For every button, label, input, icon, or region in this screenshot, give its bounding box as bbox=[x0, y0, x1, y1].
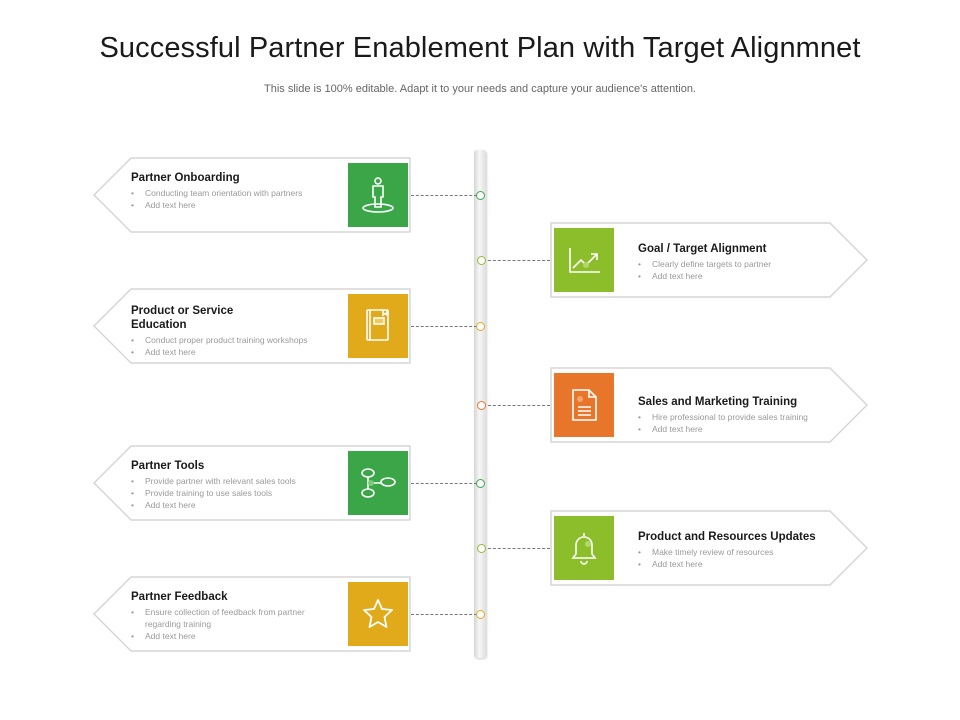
right-card-resources-updates: Product and Resources Updates Make timel… bbox=[550, 510, 869, 586]
card-bullet: Make timely review of resources bbox=[638, 546, 848, 558]
connector-line bbox=[411, 483, 477, 484]
manual-book-icon bbox=[366, 309, 389, 341]
card-bullet: Provide partner with relevant sales tool… bbox=[131, 475, 346, 487]
flowchart-nodes-icon bbox=[361, 468, 396, 498]
card-bullet: Add text here bbox=[131, 630, 331, 642]
timeline-dot bbox=[477, 401, 486, 410]
card-heading: Sales and Marketing Training bbox=[638, 396, 798, 408]
connector-line bbox=[411, 614, 477, 615]
card-bullet: Hire professional to provide sales train… bbox=[638, 411, 838, 423]
card-bullet: Conducting team orientation with partner… bbox=[131, 187, 331, 199]
card-bullet: Add text here bbox=[638, 270, 828, 282]
left-card-partner-feedback: Partner Feedback Ensure collection of fe… bbox=[92, 576, 411, 652]
card-bullet: Add text here bbox=[131, 346, 331, 358]
slide-title: Successful Partner Enablement Plan with … bbox=[99, 32, 861, 64]
card-bullet: Add text here bbox=[638, 423, 838, 435]
card-heading: Partner Feedback bbox=[131, 591, 228, 603]
connector-line bbox=[483, 548, 550, 549]
left-card-icon-box bbox=[348, 163, 408, 227]
card-heading: Goal / Target Alignment bbox=[638, 243, 767, 255]
card-bullet: Ensure collection of feedback from partn… bbox=[131, 606, 305, 630]
connector-line bbox=[483, 260, 550, 261]
growth-chart-icon bbox=[569, 248, 600, 273]
left-card-text: Partner Feedback Ensure collection of fe… bbox=[131, 590, 331, 642]
left-card-icon-box bbox=[348, 582, 408, 646]
star-icon bbox=[363, 599, 393, 628]
left-card-text: Partner Onboarding Conducting team orien… bbox=[131, 171, 331, 211]
card-heading: Partner Tools bbox=[131, 460, 205, 472]
right-card-sales-marketing: Sales and Marketing Training Hire profes… bbox=[550, 367, 869, 443]
right-card-icon-box bbox=[554, 373, 614, 437]
left-card-partner-tools: Partner Tools Provide partner with relev… bbox=[92, 445, 411, 521]
timeline-dot bbox=[476, 610, 485, 619]
timeline-dot bbox=[476, 191, 485, 200]
left-card-product-education: Product or Service Education Conduct pro… bbox=[92, 288, 411, 364]
slide-subtitle: This slide is 100% editable. Adapt it to… bbox=[264, 83, 696, 95]
timeline-dot bbox=[477, 256, 486, 265]
connector-line bbox=[483, 405, 550, 406]
right-card-goal-alignment: Goal / Target Alignment Clearly define t… bbox=[550, 222, 869, 298]
card-bullet: Provide training to use sales tools bbox=[131, 487, 346, 499]
right-card-text: Goal / Target Alignment Clearly define t… bbox=[638, 242, 828, 282]
right-card-text: Sales and Marketing Training Hire profes… bbox=[638, 395, 838, 435]
person-on-platform-icon bbox=[362, 177, 394, 213]
bell-icon bbox=[571, 533, 597, 565]
right-card-text: Product and Resources Updates Make timel… bbox=[638, 530, 848, 570]
card-heading: Product or Service Education bbox=[131, 305, 234, 331]
card-bullet: Add text here bbox=[638, 558, 848, 570]
left-card-icon-box bbox=[348, 451, 408, 515]
right-card-icon-box bbox=[554, 516, 614, 580]
timeline-dot bbox=[476, 479, 485, 488]
left-card-icon-box bbox=[348, 294, 408, 358]
connector-line bbox=[411, 195, 477, 196]
left-card-text: Partner Tools Provide partner with relev… bbox=[131, 459, 346, 511]
right-card-icon-box bbox=[554, 228, 614, 292]
document-icon bbox=[572, 389, 597, 421]
left-card-partner-onboarding: Partner Onboarding Conducting team orien… bbox=[92, 157, 411, 233]
card-bullet: Add text here bbox=[131, 499, 346, 511]
connector-line bbox=[411, 326, 477, 327]
card-bullet: Add text here bbox=[131, 199, 331, 211]
card-heading: Product and Resources Updates bbox=[638, 531, 816, 543]
card-heading: Partner Onboarding bbox=[131, 172, 240, 184]
timeline-dot bbox=[476, 322, 485, 331]
card-bullet: Conduct proper product training workshop… bbox=[131, 334, 331, 346]
timeline-dot bbox=[477, 544, 486, 553]
left-card-text: Product or Service Education Conduct pro… bbox=[131, 304, 331, 358]
card-bullet: Clearly define targets to partner bbox=[638, 258, 828, 270]
